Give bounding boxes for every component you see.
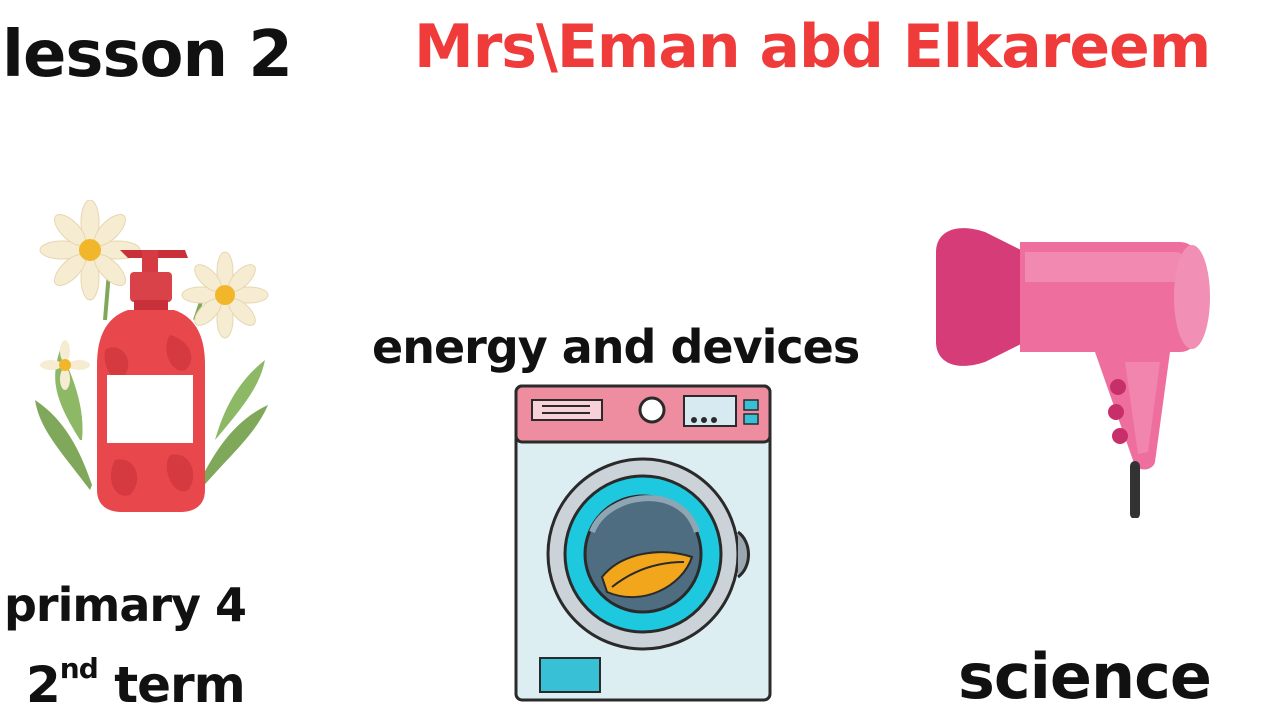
lesson-topic: energy and devices [372,320,860,374]
hair-dryer-icon [936,228,1210,518]
grade-label: primary 4 [4,578,247,632]
lesson-title: lesson 2 [2,18,293,92]
term-suffix: nd [59,652,99,685]
teacher-name: Mrs\Eman abd Elkareem [414,12,1211,82]
term-number: 2 [26,656,61,714]
washing-machine-icon [514,384,772,702]
soap-bottle-icon [35,200,269,512]
term-word: term [97,656,246,714]
term-label: 2nd term [26,652,246,714]
subject-label: science [958,640,1212,713]
